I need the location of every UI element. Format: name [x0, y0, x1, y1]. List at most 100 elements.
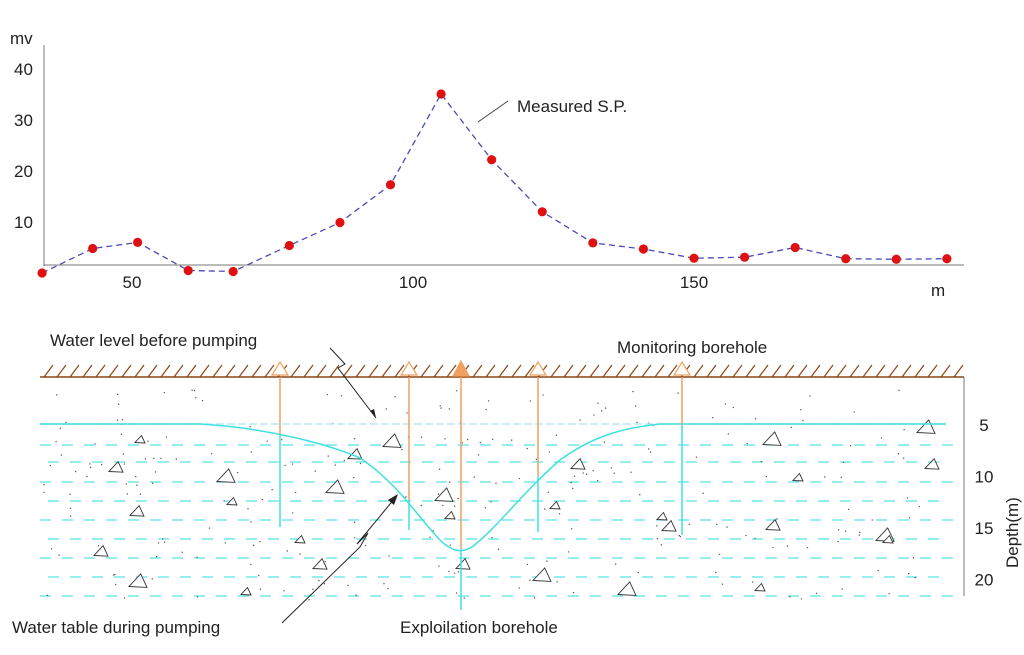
- soil-dot: [155, 555, 158, 558]
- soil-dot: [593, 414, 595, 416]
- hatch-stroke: [251, 364, 262, 378]
- soil-dot: [437, 493, 440, 495]
- hatch-stroke: [212, 364, 223, 378]
- soil-dot: [444, 438, 446, 440]
- soil-dot: [918, 505, 921, 508]
- soil-dot: [457, 571, 460, 573]
- hatch-stroke: [862, 364, 873, 378]
- soil-dot: [46, 594, 49, 597]
- soil-dot: [613, 472, 615, 474]
- soil-dot: [191, 389, 193, 391]
- gravel-triangle-icon: [226, 496, 238, 506]
- x-tick-label: 50: [123, 273, 142, 292]
- soil-dot: [712, 416, 714, 419]
- soil-dot: [163, 541, 166, 543]
- soil-dot: [715, 523, 718, 526]
- soil-dot: [815, 592, 818, 595]
- gravel-triangle-icon: [532, 567, 552, 582]
- ground-hatch: [43, 364, 964, 378]
- sp-point: [133, 237, 143, 247]
- hatch-stroke: [953, 364, 964, 378]
- soil-dot: [535, 458, 538, 461]
- hatch-stroke: [628, 364, 639, 378]
- soil-dot: [806, 547, 809, 549]
- hatch-stroke: [134, 364, 145, 378]
- soil-dot: [123, 597, 126, 599]
- monitoring-borehole-2: [399, 360, 419, 530]
- soil-dot: [354, 537, 356, 539]
- soil-dot: [440, 407, 442, 409]
- soil-dot: [903, 429, 905, 431]
- hatch-stroke: [498, 364, 509, 378]
- hatch-stroke: [186, 364, 197, 378]
- soil-dot: [695, 456, 698, 458]
- soil-dot: [772, 546, 774, 549]
- hatch-stroke: [797, 364, 808, 378]
- soil-dot: [614, 563, 617, 565]
- soil-dot: [726, 526, 728, 528]
- soil-dot: [789, 596, 791, 598]
- soil-dot: [859, 531, 861, 534]
- soil-dot: [439, 405, 441, 407]
- depth-tick-label: 5: [979, 416, 988, 435]
- soil-dot: [388, 555, 390, 557]
- soil-dot: [175, 458, 178, 460]
- soil-dot: [649, 451, 652, 453]
- sp-point: [638, 244, 649, 254]
- soil-dot: [261, 498, 264, 501]
- annotation-leader: [477, 100, 509, 123]
- borehole-marker-icon: [270, 360, 290, 376]
- gravel-triangle-icon: [294, 534, 306, 544]
- soil-dot: [151, 482, 154, 484]
- soil-dot: [572, 591, 575, 594]
- hatch-stroke: [875, 364, 886, 378]
- soil-dot: [579, 419, 581, 421]
- hatch-stroke: [511, 364, 522, 378]
- hatch-stroke: [888, 364, 899, 378]
- hatch-stroke: [355, 364, 366, 378]
- hatch-stroke: [56, 364, 67, 378]
- soil-dot: [247, 508, 249, 510]
- soil-dot: [647, 448, 650, 450]
- soil-dot: [786, 545, 789, 547]
- soil-dot: [848, 508, 850, 511]
- hatch-stroke: [940, 364, 951, 378]
- soil-dot: [656, 525, 658, 527]
- gravel-triangle-icon: [134, 434, 146, 444]
- soil-dot: [154, 471, 157, 473]
- soil-dot: [58, 554, 60, 556]
- soil-dot: [473, 476, 475, 478]
- gravel-triangle-icon: [792, 472, 804, 482]
- soil-dot: [224, 542, 226, 544]
- soil-dot: [259, 541, 261, 543]
- hatch-stroke: [264, 364, 275, 378]
- soil-dot: [871, 519, 873, 521]
- gravel-triangle-icon: [93, 544, 109, 557]
- soil-dot: [677, 392, 679, 394]
- soil-dot: [308, 599, 310, 601]
- soil-dot: [327, 455, 329, 457]
- soil-dot: [809, 395, 811, 397]
- soil-dot: [597, 479, 599, 482]
- soil-dot: [252, 544, 255, 547]
- sp-series-points: [37, 89, 952, 278]
- hatch-stroke: [706, 364, 717, 378]
- soil-dot: [136, 484, 138, 486]
- soil-dot: [114, 583, 117, 586]
- soil-dot: [326, 393, 329, 396]
- soil-dot: [49, 464, 52, 467]
- soil-dot: [592, 469, 594, 472]
- label-water-table-during: Water table during pumping: [12, 618, 220, 637]
- soil-dot: [906, 497, 909, 499]
- soil-dot: [463, 597, 465, 599]
- soil-dot: [754, 417, 757, 420]
- soil-dot: [485, 408, 487, 411]
- soil-dot: [442, 504, 444, 507]
- sp-point: [183, 265, 193, 276]
- gravel-triangle-icon: [570, 457, 586, 470]
- soil-dot: [715, 571, 717, 574]
- soil-dot: [347, 584, 349, 587]
- soil-dot: [600, 410, 603, 412]
- borehole-marker-icon: [399, 360, 419, 376]
- gravel-triangle-icon: [325, 479, 345, 494]
